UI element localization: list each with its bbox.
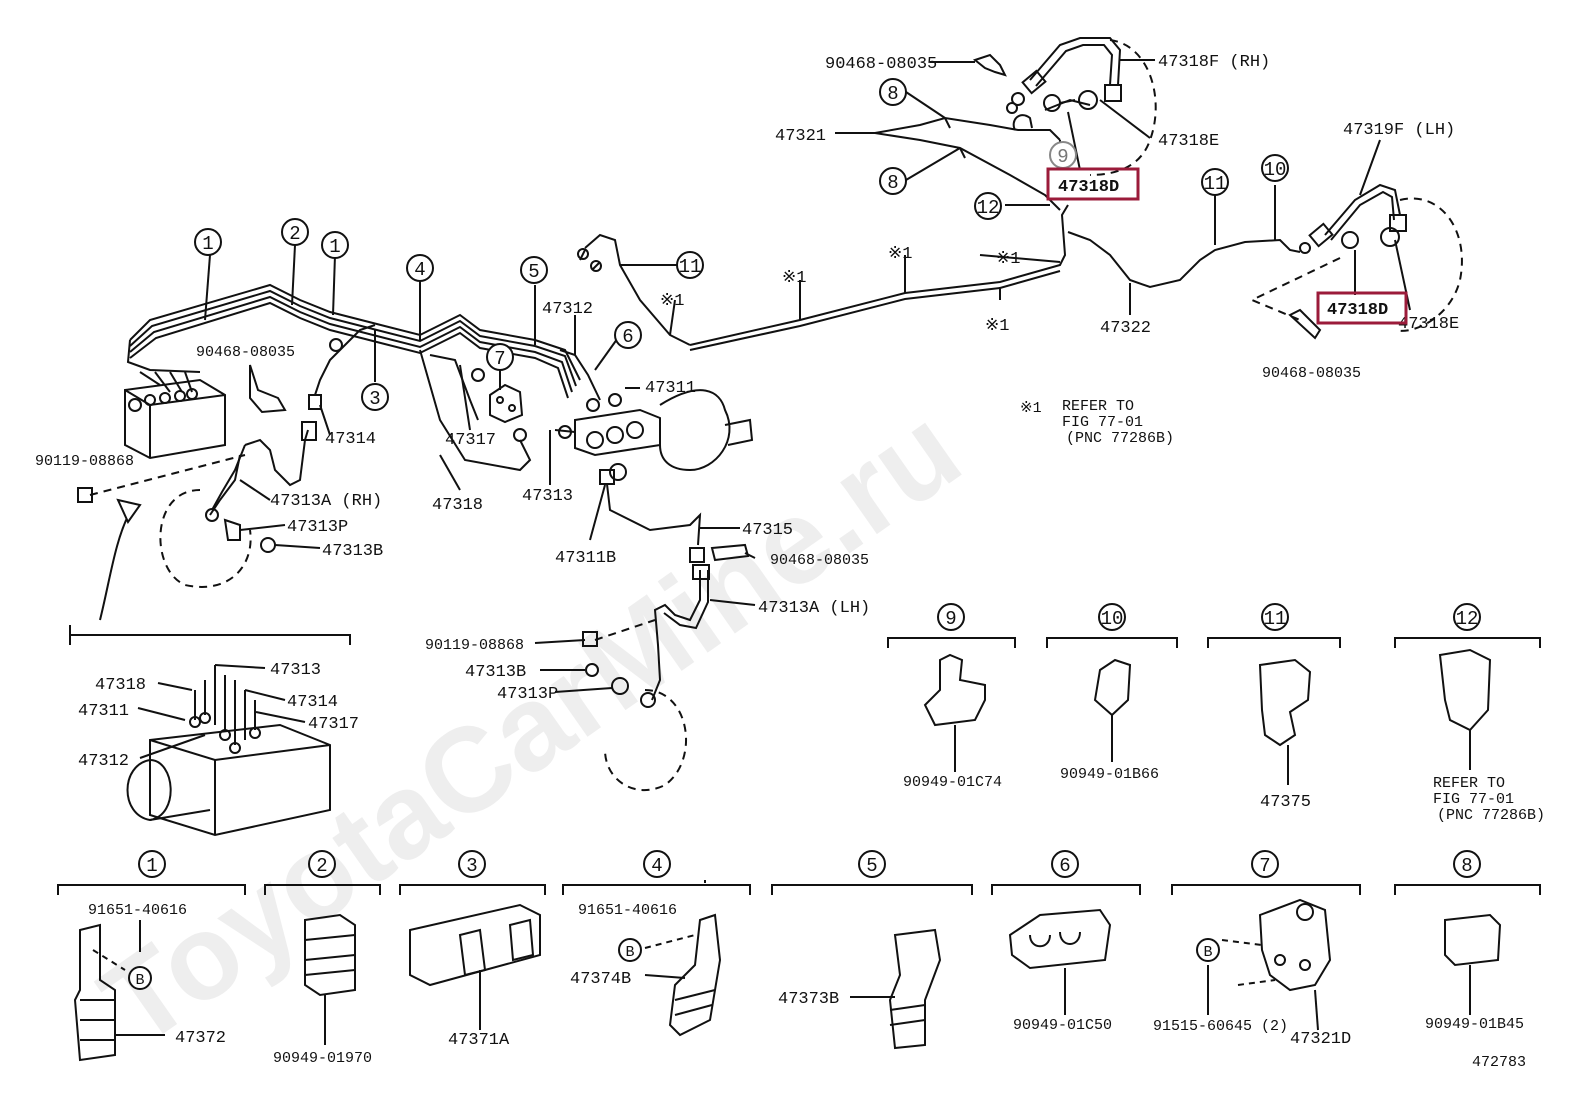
bottom-6-part: 90949-01C50: [1013, 1017, 1112, 1034]
callout-1b: 1: [329, 236, 340, 258]
star-label-3: ※1: [888, 245, 912, 264]
watermark: ToyotaCarMine.ru: [78, 382, 983, 1072]
detail-47317: 47317: [308, 715, 359, 734]
inset-9-num: 9: [945, 608, 956, 630]
inset-12-num: 12: [1456, 608, 1479, 630]
label-47322: 47322: [1100, 319, 1151, 338]
bottom-6-num: 6: [1059, 855, 1070, 877]
label-90468-mid: 90468-08035: [770, 552, 869, 569]
label-90468-right: 90468-08035: [1262, 365, 1361, 382]
label-47318E-right: 47318E: [1398, 315, 1459, 334]
callout-11b: 11: [1204, 173, 1227, 195]
callout-5: 5: [528, 261, 539, 283]
bottom-3-part: 47371A: [448, 1031, 510, 1050]
detail-47311: 47311: [78, 702, 129, 721]
bottom-7-num: 7: [1259, 855, 1270, 877]
note-symbol: ※1: [1020, 400, 1042, 417]
inset-10-num: 10: [1101, 608, 1124, 630]
label-47318D-right: 47318D: [1327, 301, 1388, 320]
note-line1: REFER TO: [1062, 398, 1134, 415]
label-47313B-rh: 47313B: [322, 542, 383, 561]
label-47321: 47321: [775, 127, 826, 146]
star-label-4: ※1: [996, 250, 1020, 269]
bottom-7-part2: 91515-60645 (2): [1153, 1018, 1288, 1035]
label-47312: 47312: [542, 300, 593, 319]
callout-6: 6: [622, 326, 633, 348]
note-line2: FIG 77-01: [1062, 414, 1143, 431]
callout-1a: 1: [202, 233, 213, 255]
label-47318D-top: 47318D: [1058, 178, 1119, 197]
callout-3: 3: [369, 388, 380, 410]
callout-12: 12: [977, 197, 1000, 219]
callout-7: 7: [494, 348, 505, 370]
bottom-8-part: 90949-01B45: [1425, 1016, 1524, 1033]
highlight-47318D-top-box[interactable]: 47318D: [1046, 167, 1140, 201]
label-47315: 47315: [742, 521, 793, 540]
inset-9-part: 90949-01C74: [903, 774, 1002, 791]
label-90468-top: 90468-08035: [825, 55, 937, 74]
figure-number: 472783: [1472, 1054, 1526, 1071]
callout-10: 10: [1264, 159, 1287, 181]
bottom-5-num: 5: [866, 855, 877, 877]
bottom-4-top: 91651-40616: [578, 902, 677, 919]
label-47313B-lh: 47313B: [465, 663, 526, 682]
bottom-1-top: 91651-40616: [88, 902, 187, 919]
inset-12-note-3: (PNC 77286B): [1437, 807, 1545, 824]
inset-11-num: 11: [1264, 608, 1287, 630]
label-47314: 47314: [325, 430, 376, 449]
highlight-47318D-right-box[interactable]: 47318D: [1316, 291, 1408, 325]
label-90119-mid: 90119-08868: [425, 637, 524, 654]
label-47313P-lh: 47313P: [497, 685, 558, 704]
bottom-1-part: 47372: [175, 1029, 226, 1048]
label-47313A-rh: 47313A (RH): [270, 492, 382, 511]
label-90468-left: 90468-08035: [196, 344, 295, 361]
bottom-4-num: 4: [651, 855, 662, 877]
bolt-b-7: B: [1203, 944, 1212, 961]
label-47311: 47311: [645, 379, 696, 398]
bottom-3-num: 3: [466, 855, 477, 877]
detail-47313: 47313: [270, 661, 321, 680]
note-line3: (PNC 77286B): [1066, 430, 1174, 447]
bottom-7-part: 47321D: [1290, 1030, 1351, 1049]
inset-10-part: 90949-01B66: [1060, 766, 1159, 783]
label-47318: 47318: [432, 496, 483, 515]
bolt-b-1: B: [135, 972, 144, 989]
label-47319F: 47319F (LH): [1343, 121, 1455, 140]
star-label-5: ※1: [985, 317, 1009, 336]
callout-4: 4: [414, 259, 425, 281]
detail-47314: 47314: [287, 693, 338, 712]
label-47318E-top: 47318E: [1158, 132, 1219, 151]
callout-9: 9: [1057, 146, 1068, 168]
bottom-4-part: 47374B: [570, 970, 631, 989]
bottom-2-num: 2: [316, 855, 327, 877]
bolt-b-4: B: [625, 944, 634, 961]
label-47311B: 47311B: [555, 549, 616, 568]
bottom-8-num: 8: [1461, 855, 1472, 877]
label-90119-left: 90119-08868: [35, 453, 134, 470]
callout-circles: [128, 78, 1481, 990]
label-47313: 47313: [522, 487, 573, 506]
bottom-2-part: 90949-01970: [273, 1050, 372, 1067]
detail-47318: 47318: [95, 676, 146, 695]
inset-12-note-1: REFER TO: [1433, 775, 1505, 792]
callout-2: 2: [289, 223, 300, 245]
bottom-1-num: 1: [146, 855, 157, 877]
label-47313P-rh: 47313P: [287, 518, 348, 537]
inset-12-note-2: FIG 77-01: [1433, 791, 1514, 808]
star-label-1: ※1: [660, 292, 684, 311]
callout-8a: 8: [887, 83, 898, 105]
bottom-5-part: 47373B: [778, 990, 839, 1009]
detail-47312: 47312: [78, 752, 129, 771]
star-label-2: ※1: [782, 269, 806, 288]
inset-11-part: 47375: [1260, 793, 1311, 812]
label-47318F: 47318F (RH): [1158, 53, 1270, 72]
label-47313A-lh: 47313A (LH): [758, 599, 870, 618]
callout-11a: 11: [679, 256, 702, 278]
label-47317: 47317: [445, 431, 496, 450]
callout-8b: 8: [887, 172, 898, 194]
